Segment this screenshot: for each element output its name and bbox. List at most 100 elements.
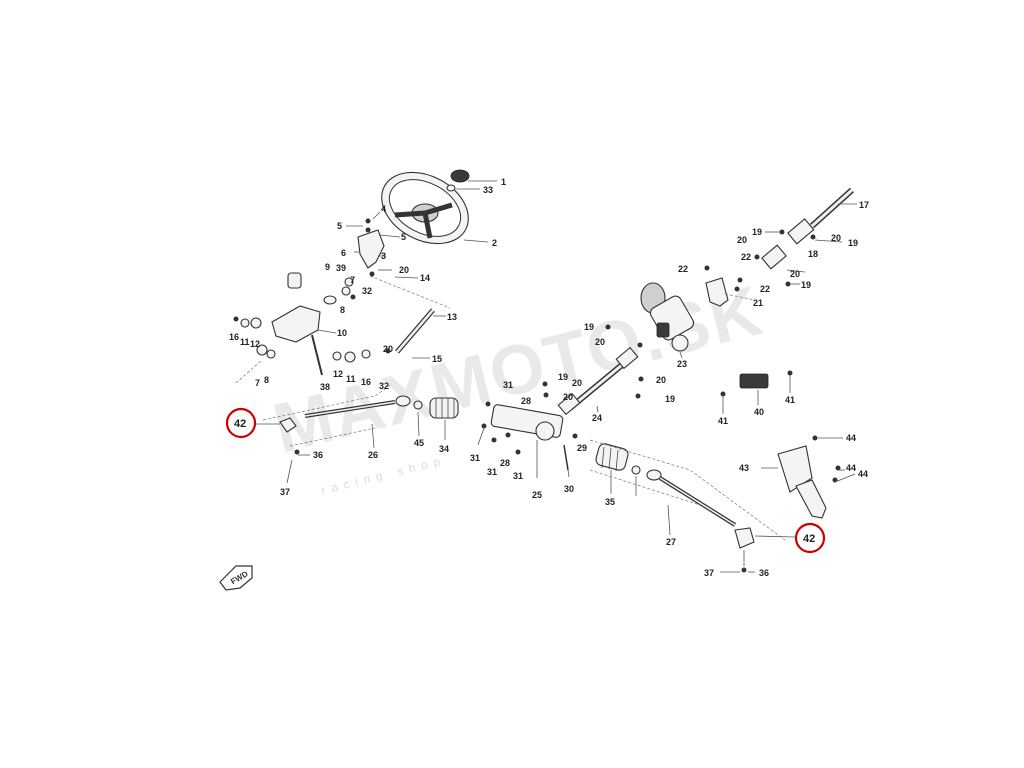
callout-label: 45 xyxy=(414,438,424,448)
intermediate-shaft xyxy=(542,324,644,416)
callout-label: 11 xyxy=(346,374,356,384)
right-rack-boot xyxy=(595,443,641,475)
callout-label: 8 xyxy=(264,375,269,385)
callout-label: 7 xyxy=(255,378,260,388)
callout-label: 11 xyxy=(240,337,250,347)
right-tie-rod xyxy=(646,469,755,573)
callout-label: 16 xyxy=(229,332,239,342)
callout-label: 20 xyxy=(572,378,582,388)
column-mount-bracket xyxy=(704,265,743,307)
highlight-label-right: 42 xyxy=(803,533,815,545)
forward-direction-arrow: FWD xyxy=(219,565,253,591)
watermark-subtext: racing shop xyxy=(320,453,448,498)
callout-label: 12 xyxy=(333,369,343,379)
callout-label: 31 xyxy=(503,380,513,390)
highlight-circle-right xyxy=(794,522,826,554)
callout-label: 20 xyxy=(383,344,393,354)
callout-label: 41 xyxy=(785,395,795,405)
callout-label: 20 xyxy=(563,392,573,402)
callout-label: 21 xyxy=(753,298,763,308)
callout-label: 25 xyxy=(532,490,542,500)
callout-label: 22 xyxy=(760,284,770,294)
callout-label: 14 xyxy=(420,273,430,283)
steering-wheel xyxy=(381,171,469,245)
pivot-bracket xyxy=(271,272,351,376)
callout-label: 7 xyxy=(350,275,355,285)
callout-label: 20 xyxy=(737,235,747,245)
callout-label: 41 xyxy=(718,416,728,426)
callout-label: 24 xyxy=(592,413,602,423)
callout-label: 44 xyxy=(846,463,856,473)
callout-label: 32 xyxy=(379,381,389,391)
callout-label: 30 xyxy=(564,484,574,494)
callout-label: 19 xyxy=(558,372,568,382)
callout-label: 36 xyxy=(313,450,323,460)
callout-label: 20 xyxy=(831,233,841,243)
callout-label: 16 xyxy=(361,377,371,387)
callout-label: 5 xyxy=(401,232,406,242)
callout-label: 32 xyxy=(362,286,372,296)
callout-label: 9 xyxy=(325,262,330,272)
callout-label: 12 xyxy=(250,339,260,349)
callout-label: 34 xyxy=(439,444,449,454)
highlight-circle-left xyxy=(225,407,257,439)
callout-label: 44 xyxy=(846,433,856,443)
callout-label: 10 xyxy=(337,328,347,338)
callout-label: 3 xyxy=(381,251,386,261)
callout-label: 23 xyxy=(677,359,687,369)
callout-label: 20 xyxy=(399,265,409,275)
power-steering-unit xyxy=(640,282,695,352)
upper-shaft xyxy=(754,187,855,287)
callout-label: 5 xyxy=(337,221,342,231)
callout-label: 31 xyxy=(513,471,523,481)
callout-label: 44 xyxy=(858,469,868,479)
callout-label: 37 xyxy=(280,487,290,497)
callout-label: 15 xyxy=(432,354,442,364)
callout-label: 37 xyxy=(704,568,714,578)
gas-strut xyxy=(395,308,435,354)
callout-label: 1 xyxy=(501,177,506,187)
accelerator-pedal xyxy=(777,435,841,519)
callout-label: 36 xyxy=(759,568,769,578)
callout-label: 40 xyxy=(754,407,764,417)
callout-label: 20 xyxy=(595,337,605,347)
pedal-stop-pad xyxy=(720,370,793,414)
callout-label: 26 xyxy=(368,450,378,460)
callout-label: 27 xyxy=(666,537,676,547)
callout-label: 35 xyxy=(605,497,615,507)
callout-label: 19 xyxy=(801,280,811,290)
highlight-label-left: 42 xyxy=(234,418,246,430)
callout-label: 33 xyxy=(483,185,493,195)
callout-label: 17 xyxy=(859,200,869,210)
callout-label: 18 xyxy=(808,249,818,259)
callout-label: 28 xyxy=(521,396,531,406)
callout-label: 6 xyxy=(341,248,346,258)
callout-label: 39 xyxy=(336,263,346,273)
bolt-group-left xyxy=(233,316,391,363)
column-bracket xyxy=(344,218,385,300)
callout-label: 22 xyxy=(678,264,688,274)
steering-rack xyxy=(481,401,578,471)
callout-label: 13 xyxy=(447,312,457,322)
callout-label: 19 xyxy=(848,238,858,248)
callout-label: 22 xyxy=(741,252,751,262)
callout-label: 20 xyxy=(656,375,666,385)
callout-label: 8 xyxy=(340,305,345,315)
callout-label: 19 xyxy=(665,394,675,404)
horn-cap xyxy=(446,169,470,192)
callout-labels: 1 33 2 4 5 5 6 3 39 20 14 9 32 7 8 10 16… xyxy=(229,177,869,578)
callout-label: 29 xyxy=(577,443,587,453)
callout-label: 19 xyxy=(584,322,594,332)
callout-label: 4 xyxy=(381,204,386,214)
left-tie-rod xyxy=(279,395,423,455)
callout-label: 31 xyxy=(470,453,480,463)
callout-label: 38 xyxy=(320,382,330,392)
callout-label: 43 xyxy=(739,463,749,473)
callout-label: 20 xyxy=(790,269,800,279)
callout-label: 31 xyxy=(487,467,497,477)
callout-label: 19 xyxy=(752,227,762,237)
left-rack-boot xyxy=(429,397,459,419)
callout-label: 2 xyxy=(492,238,497,248)
callout-label: 28 xyxy=(500,458,510,468)
